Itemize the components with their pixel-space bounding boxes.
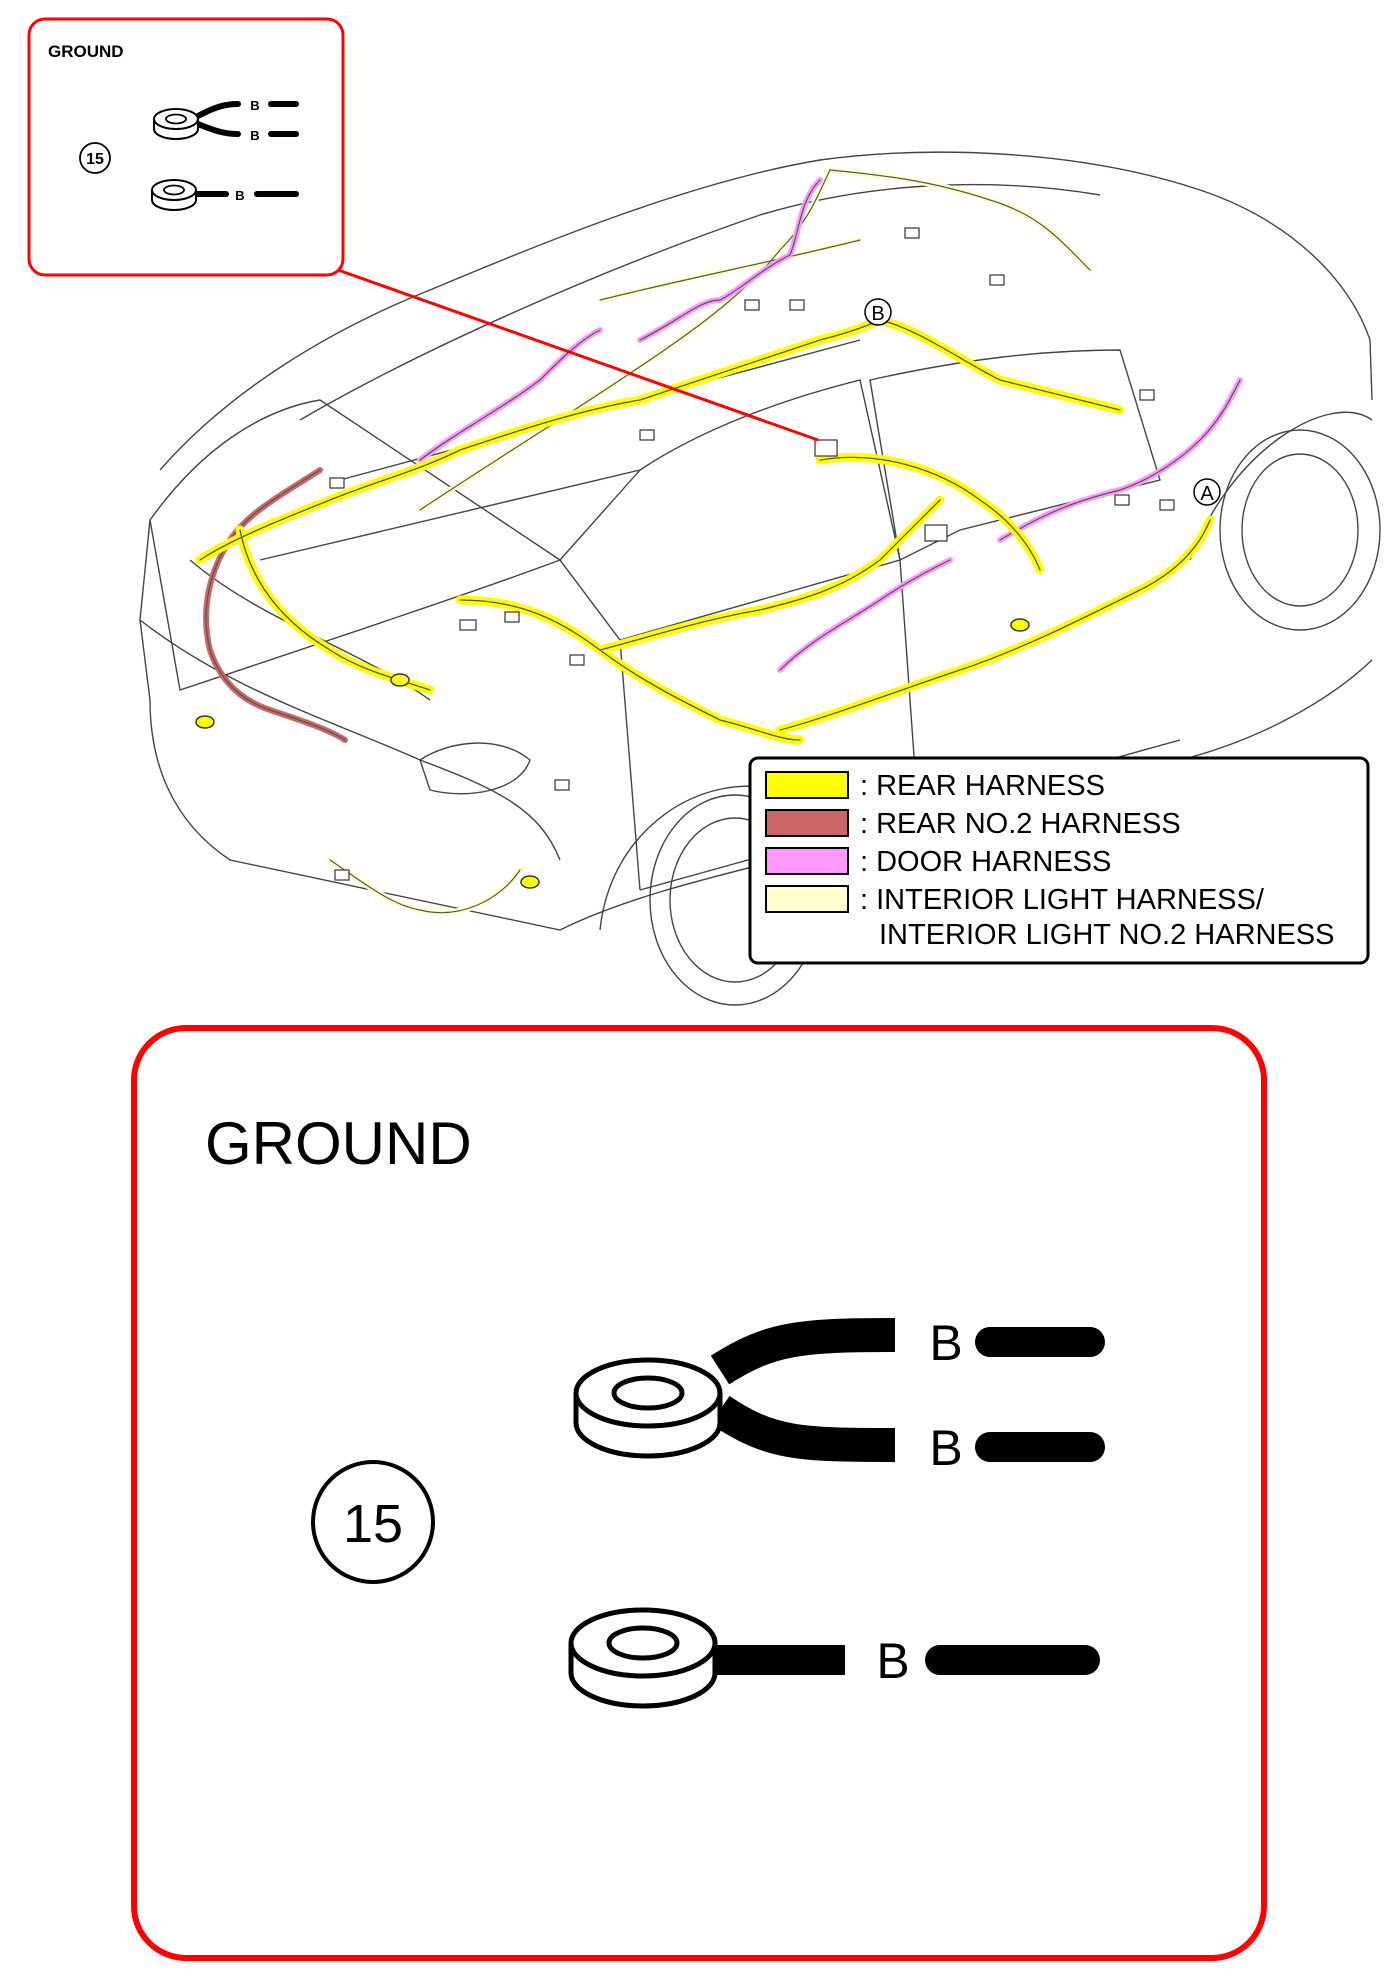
- ground-point: [520, 875, 540, 889]
- connector: [744, 299, 760, 311]
- ground-points: [195, 618, 1030, 889]
- callout-a: A: [1193, 478, 1221, 506]
- callout-b: B: [864, 298, 892, 326]
- rear-no2-harness-outline: [205, 469, 346, 741]
- inset-ground-id-circle: [79, 142, 111, 174]
- ground-detail: GROUND 15 B B B: [131, 1025, 1267, 1961]
- legend-swatch-rear-harness: [765, 771, 849, 799]
- ground-point: [390, 673, 410, 687]
- connector: [924, 524, 948, 542]
- legend-frame: [748, 756, 1370, 965]
- callout-a-label: A: [1200, 483, 1214, 505]
- connector: [504, 611, 520, 623]
- door-harness-outline: [419, 179, 1241, 671]
- detail-ground-terminal-single-icon: [568, 1607, 1100, 1709]
- connector: [1139, 389, 1155, 401]
- connector: [554, 779, 570, 791]
- connector: [569, 654, 585, 666]
- rear-harness: [195, 315, 1215, 745]
- connector: [904, 227, 920, 239]
- interior-light-harness-outline: [329, 169, 1091, 914]
- inset-wire-label-3: B: [235, 188, 244, 203]
- detail-wire-label-3: B: [876, 1633, 909, 1689]
- callout-b-label: B: [871, 303, 884, 325]
- legend-label-door-harness: : DOOR HARNESS: [860, 846, 1111, 878]
- legend-label-interior-light-no2-harness: INTERIOR LIGHT NO.2 HARNESS: [879, 919, 1335, 951]
- connector: [459, 619, 477, 631]
- detail-wire-label-1: B: [929, 1315, 962, 1371]
- detail-ground-id-circle: [311, 1460, 435, 1584]
- detail-ground-terminal-double-icon: [573, 1318, 1105, 1462]
- detail-ground-id: 15: [343, 1494, 403, 1554]
- legend-swatch-rear-no2-harness: [765, 809, 849, 837]
- connector: [814, 439, 838, 457]
- connectors: [329, 227, 1175, 881]
- legend-swatch-interior-light-harness: [765, 885, 849, 913]
- legend-label-rear-harness: : REAR HARNESS: [860, 770, 1105, 802]
- ground-point: [195, 715, 215, 729]
- leader-line: [337, 268, 819, 442]
- connector: [1114, 494, 1130, 506]
- connector: [989, 274, 1005, 286]
- inset-frame: [27, 17, 345, 277]
- detail-frame: [131, 1025, 1267, 1961]
- detail-wire-label-2: B: [929, 1420, 962, 1476]
- legend-label-interior-light-harness: : INTERIOR LIGHT HARNESS/: [860, 884, 1265, 916]
- legend-label-rear-no2-harness: : REAR NO.2 HARNESS: [860, 808, 1181, 840]
- harness-legend: : REAR HARNESS : REAR NO.2 HARNESS : DOO…: [748, 756, 1370, 965]
- inset-wire-label-1: B: [250, 98, 259, 113]
- legend-swatch-door-harness: [765, 847, 849, 875]
- inset-ground-terminal-single-icon: [151, 179, 299, 211]
- connector: [1159, 499, 1175, 511]
- connector: [329, 477, 345, 489]
- ground-point: [1010, 618, 1030, 632]
- inset-title: GROUND: [48, 42, 124, 61]
- connector: [789, 299, 805, 311]
- connector: [334, 869, 350, 881]
- inset-wire-label-2: B: [250, 128, 259, 143]
- inset-ground-id: 15: [86, 151, 104, 168]
- inset-ground-terminal-double-icon: [153, 101, 299, 140]
- detail-title: GROUND: [205, 1110, 472, 1177]
- ground-inset: GROUND 15 B B B: [27, 17, 345, 277]
- connector: [639, 429, 655, 441]
